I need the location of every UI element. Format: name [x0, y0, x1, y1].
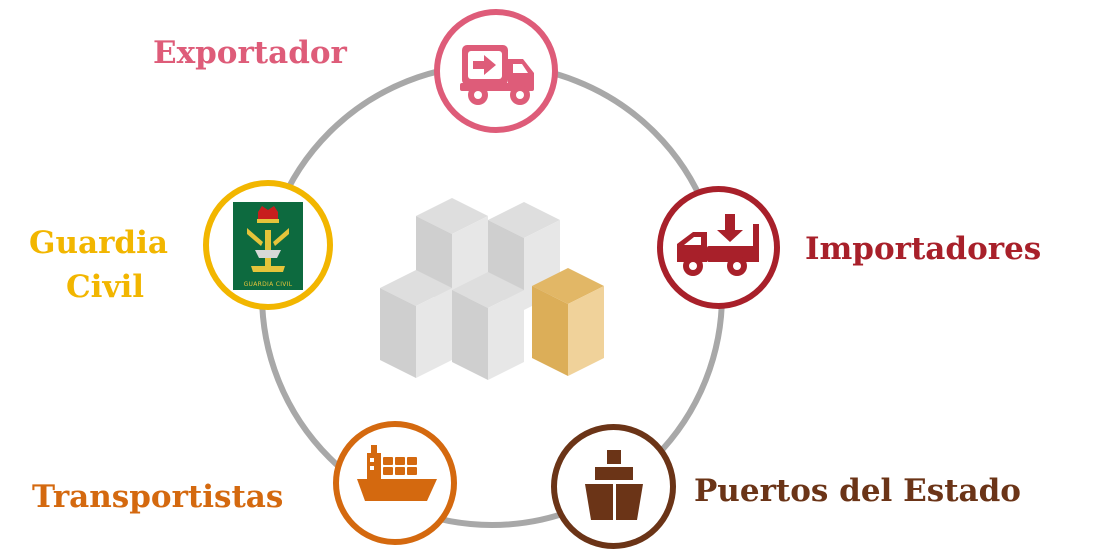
guardia-civil-node: GUARDIA CIVIL	[203, 180, 333, 310]
guardia-label-line2: Civil	[66, 269, 145, 305]
delivery-truck-arrow-icon	[460, 45, 534, 105]
guardia-civil-emblem: GUARDIA CIVIL	[233, 202, 303, 290]
exportador-node	[434, 9, 558, 133]
truck-download-icon	[677, 214, 759, 276]
puertos-node	[551, 424, 676, 549]
importadores-node	[657, 186, 780, 309]
emblem-graphic	[247, 206, 289, 272]
exportador-label: Exportador	[153, 35, 347, 71]
cube-front-right-highlight	[532, 268, 604, 376]
cube-front-left	[380, 270, 452, 378]
guardia-label-line1: Guardia	[29, 225, 168, 261]
transportistas-node	[333, 421, 457, 545]
importadores-label: Importadores	[805, 231, 1042, 267]
cube-front-middle	[452, 272, 524, 380]
puertos-label: Puertos del Estado	[694, 473, 1021, 509]
cargo-ship-icon	[357, 445, 437, 501]
emblem-text: GUARDIA CIVIL	[243, 281, 293, 288]
cubes-cluster-icon	[380, 198, 604, 380]
transportistas-label: Transportistas	[32, 479, 284, 515]
stacked-boxes-icon	[585, 450, 643, 520]
